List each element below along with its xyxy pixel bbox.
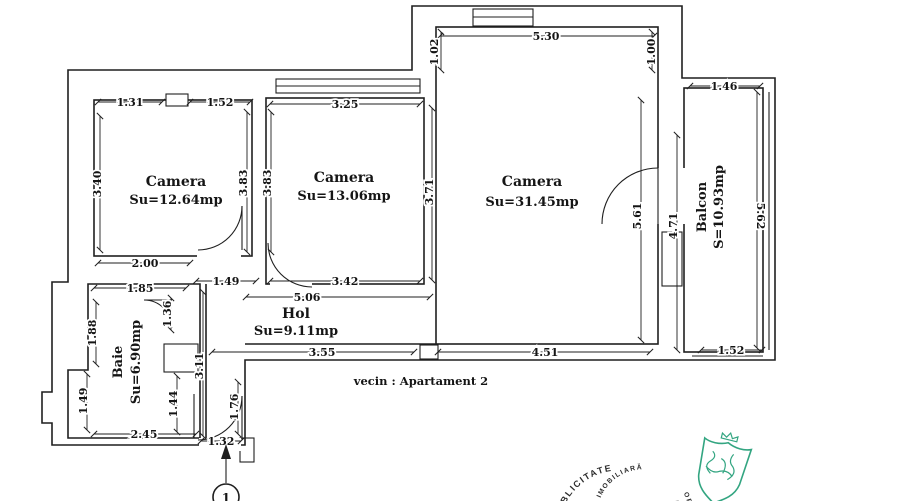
shield-icon (697, 436, 753, 501)
hol-area: Su=9.11mp (254, 324, 338, 339)
camera1-top-notch (165, 93, 189, 107)
hol-name: Hol (282, 306, 310, 322)
dim-label: 1.52 (207, 96, 234, 109)
dim-label: 5.30 (533, 30, 560, 43)
dim-label: 4.71 (667, 213, 680, 240)
camera2-area: Su=13.06mp (297, 189, 390, 204)
dim-label: 3.83 (261, 170, 274, 197)
dim-label: 3.40 (91, 170, 104, 197)
dim-label: 3.71 (423, 179, 436, 206)
dim-label: 1.00 (645, 38, 658, 65)
dimension-labels: 1.31 1.52 3.25 5.30 1.02 1.00 1.46 3.40 … (75, 28, 769, 450)
balcon-partition-window (661, 231, 683, 287)
balcon-area: S=10.93mp (712, 165, 727, 249)
entry-marker-circle (212, 483, 240, 501)
stamp-inner-ring-text: OFICIUL DE CADASTRU ŞI PUBLICITATE IMOBI… (581, 453, 705, 501)
dim-label: 1.02 (428, 39, 441, 66)
dim-label: 1.36 (161, 300, 174, 327)
dim-label: 1.85 (127, 282, 154, 295)
cadastre-stamp: AGENŢIA NAŢIONALĂ DE CADASTRU ŞI PUBLICI… (537, 431, 753, 501)
outer-boundary (41, 5, 776, 446)
dim-label: 2.45 (131, 428, 158, 441)
entry-marker: 1 (212, 444, 240, 501)
dim-label: 3.42 (332, 275, 359, 288)
balcon-name: Balcon (695, 181, 710, 232)
entry-marker-number: 1 (222, 491, 230, 501)
entry-arrow-head (221, 444, 231, 459)
camera3-name: Camera (502, 174, 562, 190)
camera1-door-arc (197, 205, 243, 251)
windows (165, 8, 770, 357)
dim-label: 1.49 (77, 388, 90, 415)
dim-label: 1.49 (213, 275, 240, 288)
dimension-lines (83, 28, 766, 445)
dim-label: 1.52 (718, 344, 745, 357)
camera2-name: Camera (314, 170, 374, 186)
balcon-door-opening (654, 168, 688, 224)
crown-icon (720, 431, 739, 443)
baie-name: Baie (111, 346, 126, 379)
doors (143, 167, 688, 451)
dim-label: 3.83 (237, 170, 250, 197)
camera1-name: Camera (146, 174, 206, 190)
dim-label: 3.55 (309, 346, 336, 359)
dim-label: 5.06 (294, 291, 321, 304)
balcon-door-arc (601, 167, 659, 225)
dim-label: 1.88 (86, 319, 99, 346)
camera1-door-opening (197, 250, 241, 262)
outer-walls (41, 5, 776, 446)
camera3-area: Su=31.45mp (485, 195, 578, 210)
baie-area: Su=6.90mp (129, 320, 144, 404)
dim-label: 4.51 (532, 346, 559, 359)
dim-label: 5.61 (631, 203, 644, 230)
fixtures (163, 343, 199, 373)
dim-label: 1.32 (208, 435, 235, 448)
dim-label: 2.00 (132, 257, 159, 270)
room-labels: Camera Su=12.64mp Camera Su=13.06mp Came… (111, 165, 727, 404)
entry-right-stub-wall (239, 437, 255, 463)
bottom-wall-pillar (419, 344, 439, 360)
baie-sink (163, 343, 199, 373)
stamp-coat-of-arms (697, 431, 753, 501)
dim-label: 3.11 (193, 353, 206, 380)
eagle-icon (705, 450, 735, 481)
dim-label: 5.62 (754, 203, 767, 230)
dim-label: 1.31 (117, 96, 144, 109)
camera2-door-opening (270, 279, 312, 289)
dim-label: 3.25 (332, 98, 359, 111)
dim-label: 1.44 (167, 390, 180, 417)
dim-label: 1.76 (228, 393, 241, 420)
neighbor-label: vecin : Apartament 2 (353, 374, 488, 388)
dim-label: 1.46 (711, 80, 738, 93)
camera1-area: Su=12.64mp (129, 193, 222, 208)
